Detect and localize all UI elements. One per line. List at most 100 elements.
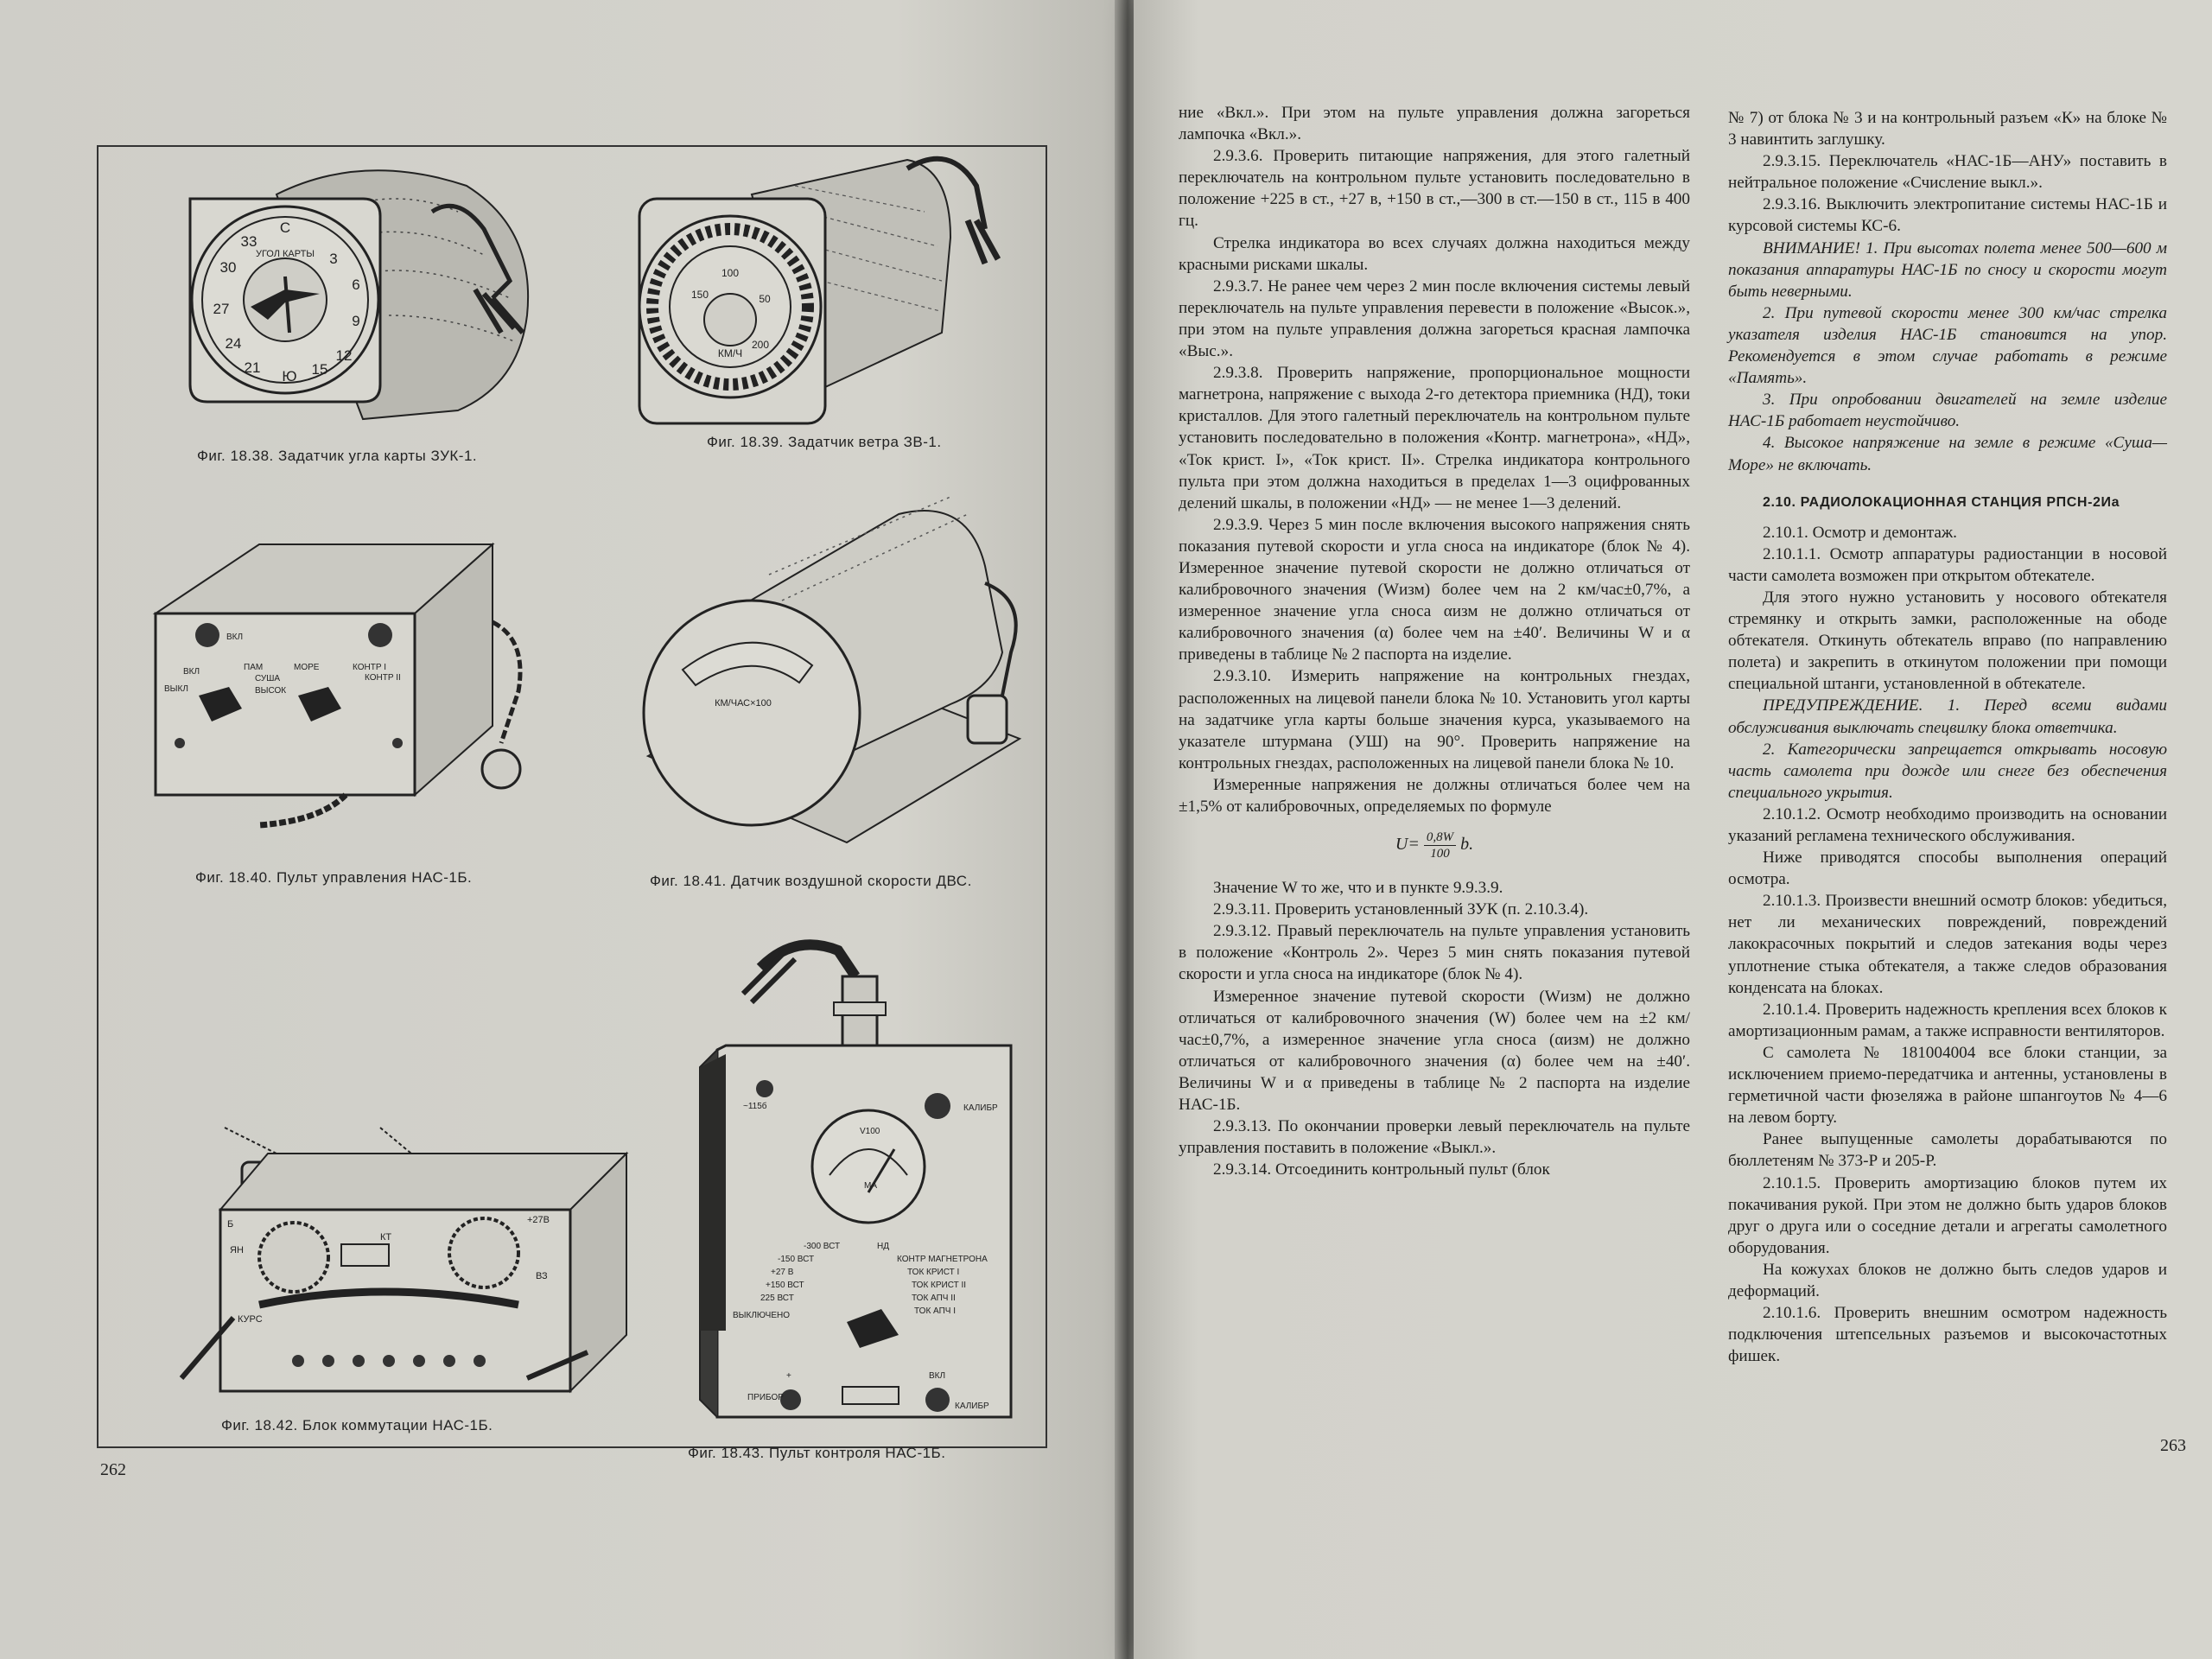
panel-label-pam: ПАМ (244, 663, 263, 672)
formula-fraction: 0,8W 100 (1423, 830, 1457, 861)
paragraph: 2.10.1.6. Проверить внешним осмотром над… (1728, 1304, 2167, 1366)
paragraph: 2.9.3.11. Проверить установленный ЗУК (п… (1213, 900, 1589, 919)
paragraph: 2.9.3.8. Проверить напряжение, пропорцио… (1179, 364, 1690, 512)
zuk-dial-15: 15 (312, 361, 328, 378)
panel-label-vykl: ВЫКЛ (164, 684, 188, 694)
paragraph: Ранее выпущенные самолеты дорабатываются… (1728, 1130, 2167, 1171)
kontrol-switch-7: КОНТР МАГНЕТРОНА (897, 1255, 988, 1264)
kommut-label-vz: ВЗ (536, 1271, 548, 1281)
voltage-formula: U= 0,8W 100 b. (1179, 830, 1690, 861)
formula-lhs: U= (1395, 835, 1420, 855)
paragraph: 2.9.3.14. Отсоединить контрольный пульт … (1213, 1160, 1550, 1179)
left-page: С 33 3 30 6 27 9 24 12 21 Ю 15 УГОЛ КАРТ… (0, 0, 1120, 1659)
kontrol-label-115: ~115б (743, 1101, 767, 1111)
kontrol-switch-10: ТОК АПЧ II (912, 1294, 956, 1303)
paragraph: На кожухах блоков не должно быть следов … (1728, 1260, 2167, 1300)
zuk-dial-c: С (280, 219, 290, 236)
page-number-right: 263 (2160, 1436, 2186, 1455)
panel-label-more: МОРЕ (294, 663, 320, 672)
page-number-left: 262 (100, 1460, 126, 1479)
formula-denominator: 100 (1430, 847, 1450, 861)
kontrol-switch-8: ТОК КРИСТ I (907, 1268, 959, 1277)
paragraph: 4. Высокое напряжение на земле в режиме … (1728, 434, 2167, 474)
kontrol-switch-5: ВЫКЛЮЧЕНО (733, 1311, 790, 1320)
paragraph: 3. При опробовании двигателей на земле и… (1728, 391, 2167, 431)
dvs-label: КМ/ЧАС×100 (715, 698, 772, 709)
paragraph: 2.9.3.10. Измерить напряжение на контрол… (1179, 667, 1690, 772)
panel-label-vysok: ВЫСОК (255, 686, 286, 696)
dvs-drawing: КМ/ЧАС×100 (642, 496, 1022, 844)
zuk-dial-3: 3 (329, 251, 337, 267)
panel-label-kontr2: КОНТР II (365, 673, 401, 683)
zuk-dial-12: 12 (336, 347, 353, 364)
kontrol-switch-6: НД (877, 1242, 889, 1251)
panel-label-vkl-top: ВКЛ (226, 632, 243, 642)
zv-dial-50: 50 (759, 293, 771, 305)
kommut-label-kt: КТ (380, 1232, 391, 1243)
right-page: ние «Вкл.». При этом на пульте управлени… (1134, 0, 2212, 1659)
paragraph: 2.9.3.13. По окончании проверки левый пе… (1179, 1117, 1690, 1158)
kommut-label-27v: +27В (527, 1215, 550, 1225)
paragraph: Измеренное значение путевой скорости (Wи… (1179, 987, 1690, 1115)
zv-dial-kmch: КМ/Ч (718, 347, 742, 359)
kommut-label-b: Б (227, 1219, 233, 1230)
paragraph: Для этого нужно установить у носового об… (1728, 588, 2167, 694)
zuk-dial-27: 27 (213, 301, 230, 317)
caption-fig-18-41: Фиг. 18.41. Датчик воздушной скорости ДВ… (650, 873, 972, 889)
caption-fig-18-40: Фиг. 18.40. Пульт управления НАС-1Б. (195, 869, 473, 886)
zv-dial-150: 150 (691, 289, 709, 301)
kontrol-bottom-vkl: ВКЛ (929, 1371, 945, 1381)
formula-numerator: 0,8W (1423, 830, 1457, 847)
paragraph: 2.9.3.9. Через 5 мин после включения выс… (1179, 515, 1690, 664)
paragraph: 2.10.1.2. Осмотр необходимо производить … (1728, 804, 2167, 845)
control-panel-drawing: ВКЛ ВКЛ ПАМ МОРЕ КОНТР I КОНТР II СУША В… (152, 542, 523, 829)
zuk-dial-text: УГОЛ КАРТЫ (256, 249, 315, 259)
figure-frame (97, 145, 1047, 1448)
col1-paragraphs: ние «Вкл.». При этом на пульте управлени… (1179, 102, 1690, 817)
zuk-dial-9: 9 (352, 313, 359, 329)
paragraph: 2.9.3.6. Проверить питающие напряжения, … (1179, 147, 1690, 231)
paragraph: 2.9.3.7. Не ранее чем через 2 мин после … (1179, 276, 1690, 361)
kontrol-bottom-pribor: ПРИБОР (747, 1393, 784, 1402)
paragraph: Стрелка индикатора во всех случаях должн… (1179, 233, 1690, 274)
paragraph: 2.10.1.4. Проверить надежность крепления… (1728, 1000, 2167, 1040)
kontrol-bottom-kalibr: КАЛИБР (955, 1402, 989, 1411)
kontrolya-drawing: ~115б КАЛИБР V100 МА -300 ВСТ -150 ВСТ +… (699, 939, 1013, 1419)
zv-dial-200: 200 (752, 339, 769, 351)
paragraph: Измеренные напряжения не должны отличать… (1179, 775, 1690, 816)
figure-control-panel: ВКЛ ВКЛ ПАМ МОРЕ КОНТР I КОНТР II СУША В… (147, 536, 579, 847)
panel-label-susha: СУША (255, 674, 280, 683)
caption-fig-18-43: Фиг. 18.43. Пульт контроля НАС-1Б. (688, 1445, 946, 1461)
col2-paragraphs-continued: 2.10.1. Осмотр и демонтаж. 2.10.1.1. Осмо… (1728, 522, 2167, 1368)
paragraph: ПРЕДУПРЕЖДЕНИЕ. 1. Перед всеми видами об… (1728, 696, 2167, 737)
kontrol-switch-9: ТОК КРИСТ II (912, 1281, 966, 1290)
figure-kontrolya: ~115б КАЛИБР V100 МА -300 ВСТ -150 ВСТ +… (691, 916, 1037, 1434)
paragraph: 2. При путевой скорости менее 300 км/час… (1728, 303, 2167, 388)
kommut-label-kurs: КУРС (238, 1314, 263, 1325)
paragraph: 2.10.1.5. Проверить амортизацию блоков п… (1728, 1173, 2167, 1257)
paragraph: С самолета № 181004004 все блоки станции… (1728, 1043, 2167, 1128)
col2-paragraphs: № 7) от блока № 3 и на контрольный разъе… (1728, 107, 2167, 476)
caption-fig-18-42: Фиг. 18.42. Блок коммутации НАС-1Б. (221, 1417, 493, 1433)
caption-fig-18-38: Фиг. 18.38. Задатчик угла карты ЗУК-1. (197, 448, 478, 464)
kontrol-label-kalibr: КАЛИБР (963, 1103, 998, 1113)
figure-kommutatsii: Б ЯН КУРС КТ +27В ВЗ (156, 1093, 639, 1413)
paragraph: 2.10.1. Осмотр и демонтаж. (1763, 523, 1957, 542)
zuk-dial-yu: Ю (282, 368, 296, 385)
zv-1-drawing: 100 50 200 150 КМ/Ч (638, 156, 1001, 425)
kontrol-switch-3: +150 ВСТ (766, 1281, 804, 1290)
caption-fig-18-39: Фиг. 18.39. Задатчик ветра ЗВ-1. (707, 434, 942, 450)
zuk-dial-21: 21 (245, 359, 261, 376)
kontrol-label-ma: МА (864, 1181, 877, 1191)
figure-zuk-1: С 33 3 30 6 27 9 24 12 21 Ю 15 УГОЛ КАРТ… (173, 160, 553, 436)
paragraph: 2.9.3.16. Выключить электропитание систе… (1728, 195, 2167, 236)
section-heading: 2.10. РАДИОЛОКАЦИОННАЯ СТАНЦИЯ РПСН-2Иа (1763, 494, 2120, 510)
paragraph: 2.10.1.3. Произвести внешний осмотр блок… (1728, 892, 2167, 997)
zuk-dial-30: 30 (220, 259, 237, 276)
paragraph: 2.10.1.1. Осмотр аппаратуры радиостанции… (1728, 544, 2167, 585)
zv-dial-100: 100 (721, 267, 739, 279)
zuk-1-drawing: С 33 3 30 6 27 9 24 12 21 Ю 15 УГОЛ КАРТ… (188, 169, 530, 421)
panel-label-kontr1: КОНТР I (353, 663, 386, 672)
kommutatsii-drawing: Б ЯН КУРС КТ +27В ВЗ (179, 1127, 629, 1394)
figure-dvs: КМ/ЧАС×100 (639, 480, 1037, 860)
